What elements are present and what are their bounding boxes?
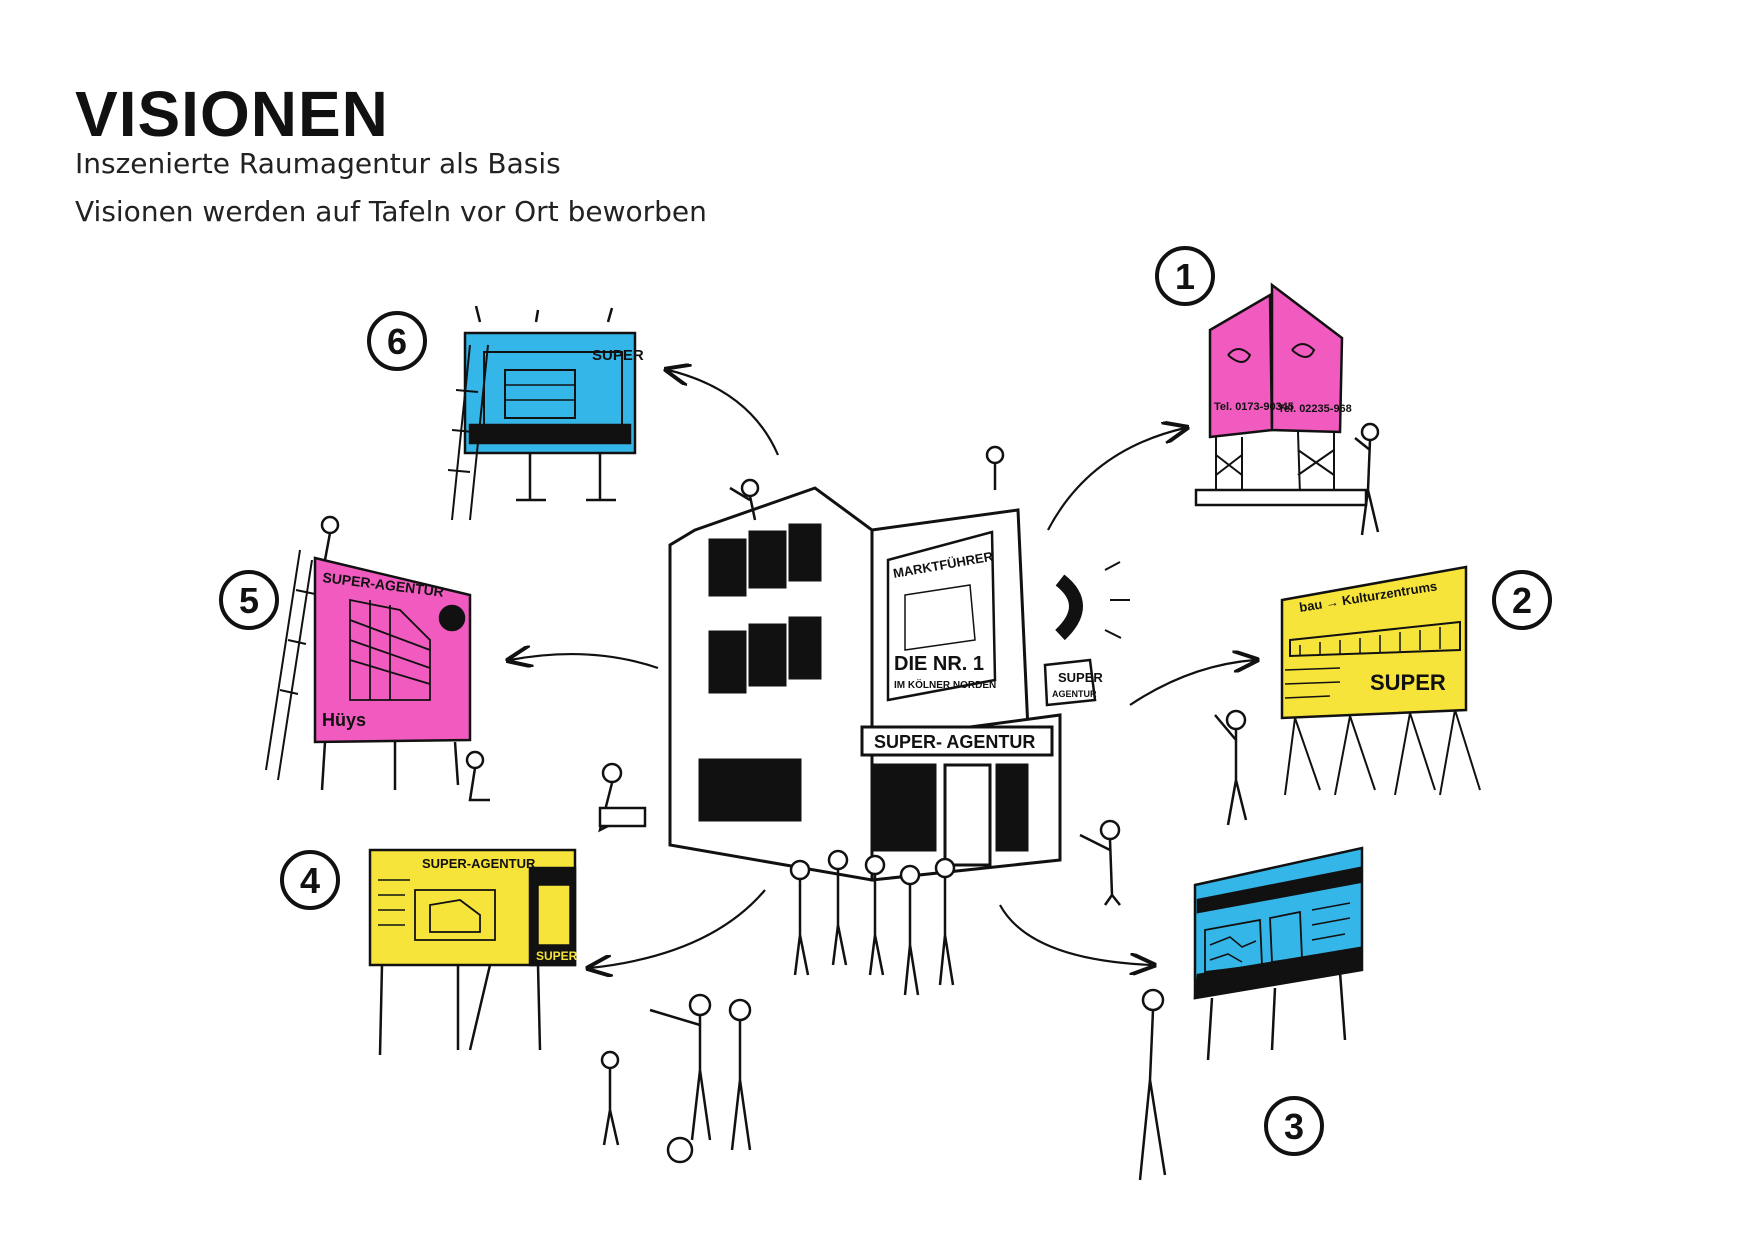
agency-building: SUPER- AGENTUR MARKTFÜHRER DIE NR. 1 IM … [668, 486, 1130, 882]
marker-4-number: 4 [300, 860, 320, 901]
billboard-3 [1193, 846, 1364, 1061]
billboard-2: bau → Kulturzentrums SUPER [1280, 565, 1481, 796]
billboard-6: SUPER [447, 305, 644, 521]
subtitle-line-1: Inszenierte Raumagentur als Basis [75, 147, 561, 180]
arrow-to-billboard-2 [1129, 660, 1255, 706]
marker-1: 1 [1155, 246, 1215, 306]
marker-4: 4 [280, 850, 340, 910]
billboard-1-right-panel [1270, 282, 1344, 434]
arrow-to-billboard-3 [999, 904, 1152, 965]
agency-sign-board [860, 725, 1054, 757]
billboard-5: SUPER-AGENTUR Hüys [265, 549, 472, 791]
billboard-4: SUPER-AGENTUR SUPER [368, 848, 578, 1056]
billboard-6-brand: SUPER [592, 347, 644, 364]
billboard-5-brand: Hüys [322, 710, 366, 730]
arrow-to-billboard-1 [1047, 428, 1185, 531]
arrow-to-billboard-6 [668, 370, 780, 456]
arrow-to-billboard-4 [590, 889, 766, 968]
arrows [510, 370, 1255, 968]
people [320, 422, 1380, 1181]
billboard-2-brand: SUPER [1370, 670, 1446, 695]
billboard-1: Tel. 0173-90345 Tel. 02235-968 [1194, 282, 1368, 507]
hanging-sign-line2: AGENTUR [1052, 689, 1097, 699]
marker-6: 6 [367, 311, 427, 371]
agency-sign: SUPER- AGENTUR [874, 732, 1035, 752]
hanging-sign-line1: SUPER [1058, 670, 1103, 685]
marker-2-number: 2 [1512, 580, 1532, 621]
billboard-1-left-phone: Tel. 0173-90345 [1214, 401, 1294, 413]
billboard-1-left-panel [1208, 292, 1274, 439]
billboard-4-headline: SUPER-AGENTUR [422, 856, 536, 871]
billboard-4-brand: SUPER [536, 949, 578, 963]
marker-5-number: 5 [239, 580, 259, 621]
marker-6-number: 6 [387, 321, 407, 362]
page-title: VISIONEN [75, 78, 389, 150]
billboard-2-panel [1280, 565, 1468, 720]
billboard-5-panel [313, 556, 472, 744]
arrow-to-billboard-5 [510, 654, 659, 670]
poster-slogan: DIE NR. 1 [894, 653, 984, 675]
billboard-1-right-phone: Tel. 02235-968 [1278, 403, 1352, 415]
subtitle-line-2: Visionen werden auf Tafeln vor Ort bewor… [75, 195, 707, 228]
marker-2: 2 [1492, 570, 1552, 630]
marker-3-number: 3 [1284, 1106, 1304, 1147]
poster-subline: IM KÖLNER NORDEN [894, 678, 996, 691]
marker-3: 3 [1264, 1096, 1324, 1156]
marker-5: 5 [219, 570, 279, 630]
marker-1-number: 1 [1175, 256, 1195, 297]
